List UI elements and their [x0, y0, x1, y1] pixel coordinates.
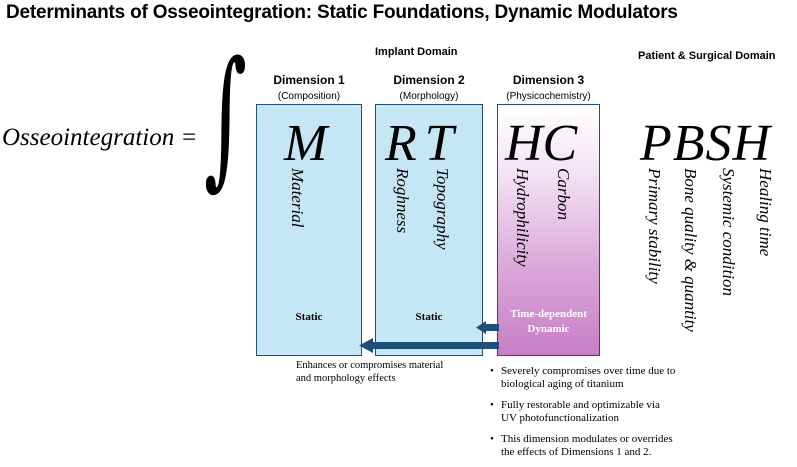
term-bone-quality-quantity: Bone quality & quantity — [681, 168, 700, 332]
arrow-note: Enhances or compromises material and mor… — [296, 359, 443, 385]
dimension-2-letters: RT — [385, 115, 462, 172]
dimension-3-title: Dimension 3 — [512, 73, 585, 87]
bullet-1-line-2: biological aging of titanium — [501, 378, 624, 390]
arrow-to-dimension-2 — [476, 321, 499, 334]
arrow-note-line-2: and morphology effects — [296, 373, 396, 384]
dimension-2-subtitle: (Morphology) — [399, 91, 459, 102]
term-roughness: Roghness — [393, 168, 412, 234]
dimension-1-static-label: Static — [295, 311, 323, 323]
dimension-1-subtitle: (Composition) — [277, 91, 341, 102]
term-carbon: Carbon — [554, 168, 573, 220]
dimension-2-title: Dimension 2 — [393, 73, 465, 87]
integral-symbol: ∫ — [204, 30, 247, 204]
dimension-3-box — [497, 104, 600, 356]
dimension-1-title: Dimension 1 — [273, 73, 345, 87]
implant-domain-label: Implant Domain — [375, 46, 458, 58]
bullet-item: Severely compromises over time due to bi… — [490, 365, 730, 391]
bullet-1-line-1: Severely compromises over time due to — [501, 365, 676, 377]
patient-domain-label: Patient & Surgical Domain — [638, 50, 776, 62]
bullet-item: This dimension modulates or overrides th… — [490, 433, 730, 459]
patient-letters: PBSH — [640, 115, 772, 172]
term-hydrophilicity: Hydrophilicity — [513, 168, 532, 267]
term-primary-stability: Primary stability — [645, 168, 664, 284]
dimension-3-letters: HC — [505, 115, 578, 172]
dimension-3-bullet-list: Severely compromises over time due to bi… — [490, 365, 730, 467]
dimension-1-letters: M — [284, 115, 328, 172]
dynamic-label: Dynamic — [527, 323, 570, 335]
time-dependent-label: Time-dependent — [510, 308, 587, 320]
bullet-2-line-2: UV photofunctionalization — [501, 412, 620, 424]
dimension-3-subtitle: (Physicochemistry) — [506, 91, 591, 102]
term-topography: Topography — [433, 168, 452, 250]
bullet-2-line-1: Fully restorable and optimizable via — [501, 399, 660, 411]
term-healing-time: Healing time — [756, 168, 775, 257]
equation-lhs: Osseointegration = — [2, 124, 198, 151]
term-material: Material — [288, 168, 307, 228]
dimension-1-box — [256, 104, 362, 356]
diagram-title: Determinants of Osseointegration: Static… — [6, 2, 678, 23]
bullet-item: Fully restorable and optimizable via UV … — [490, 399, 730, 425]
term-systemic-condition: Systemic condition — [719, 168, 738, 296]
bullet-3-line-1: This dimension modulates or overrides — [501, 433, 673, 445]
arrow-to-dimension-1 — [359, 338, 499, 353]
arrow-note-line-1: Enhances or compromises material — [296, 360, 444, 371]
dimension-2-box — [375, 104, 483, 356]
bullet-3-line-2: the effects of Dimensions 1 and 2. — [501, 446, 652, 458]
dimension-2-static-label: Static — [415, 311, 443, 323]
dimension-3-dynamic-label: Time-dependent Dynamic — [497, 307, 600, 337]
